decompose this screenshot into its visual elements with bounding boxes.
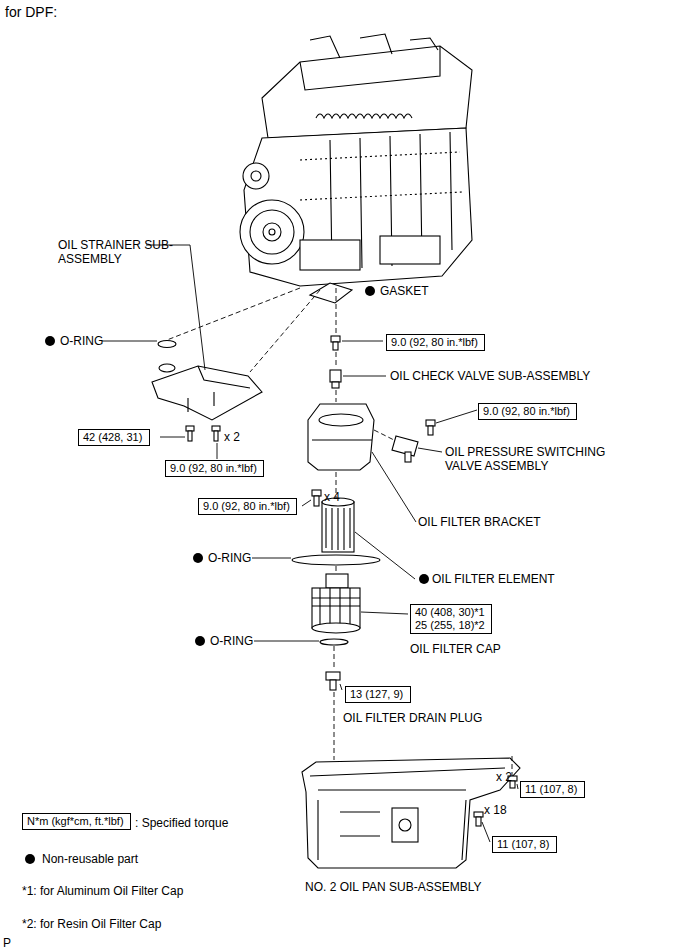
- o-ring: [292, 555, 380, 565]
- torque-box: 9.0 (92, 80 in.*lbf): [198, 498, 297, 515]
- torque-value: 42 (428, 31): [83, 431, 145, 444]
- engine-illustration: [240, 34, 472, 286]
- torque-value: 9.0 (92, 80 in.*lbf): [203, 500, 292, 513]
- oil-strainer: [152, 341, 262, 421]
- torque-box: 40 (408, 30)*125 (255, 18)*2: [410, 604, 492, 634]
- oil-filter-element: [322, 498, 354, 552]
- part-label: O-RING: [60, 334, 103, 348]
- o-ring: [320, 639, 348, 645]
- oil-filter-cap: [312, 574, 360, 633]
- part-label: OIL CHECK VALVE SUB-ASSEMBLY: [390, 369, 590, 383]
- non-reusable-mark: [25, 286, 429, 864]
- oil-check-valve: [330, 336, 341, 388]
- torque-box: 42 (428, 31): [78, 429, 150, 446]
- torque-box: 13 (127, 9): [345, 686, 411, 703]
- part-label: x 2: [496, 770, 512, 784]
- part-label: OIL STRAINER SUB-ASSEMBLY: [58, 238, 193, 266]
- torque-value: 9.0 (92, 80 in.*lbf): [391, 336, 480, 349]
- part-label: OIL FILTER DRAIN PLUG: [343, 711, 482, 725]
- torque-value: 11 (107, 8): [497, 838, 552, 851]
- torque-box: 11 (107, 8): [520, 781, 585, 798]
- part-label: P: [3, 936, 11, 950]
- torque-value: 9.0 (92, 80 in.*lbf): [483, 405, 572, 418]
- torque-value: 11 (107, 8): [525, 783, 580, 796]
- diagram-title: for DPF:: [5, 4, 57, 20]
- oil-filter-bracket: [308, 404, 374, 470]
- torque-box: 9.0 (92, 80 in.*lbf): [386, 334, 485, 351]
- leader-line: [102, 245, 518, 842]
- torque-value: 25 (255, 18)*2: [415, 619, 487, 632]
- torque-value: 9.0 (92, 80 in.*lbf): [170, 462, 259, 475]
- bolt-symbol: [186, 426, 220, 441]
- part-label: x 2: [224, 430, 240, 444]
- gasket: [310, 283, 352, 303]
- part-label: *1: for Aluminum Oil Filter Cap: [22, 884, 183, 898]
- oil-filter-drain-plug: [326, 672, 340, 690]
- part-label: *2: for Resin Oil Filter Cap: [22, 917, 161, 931]
- part-label: x 4: [324, 490, 340, 504]
- part-label: OIL PRESSURE SWITCHING VALVE ASSEMBLY: [445, 445, 635, 473]
- part-label: OIL FILTER BRACKET: [418, 515, 541, 529]
- torque-box: 9.0 (92, 80 in.*lbf): [478, 403, 577, 420]
- part-label: O-RING: [208, 551, 251, 565]
- assembly-line: [167, 288, 512, 776]
- bolt-symbol: [312, 490, 321, 506]
- oil-pan: [302, 758, 520, 868]
- part-label: OIL FILTER ELEMENT: [432, 572, 555, 586]
- torque-box: 11 (107, 8): [492, 836, 557, 853]
- part-label: NO. 2 OIL PAN SUB-ASSEMBLY: [305, 880, 482, 894]
- torque-box: 9.0 (92, 80 in.*lbf): [165, 460, 264, 477]
- legend-text: Non-reusable part: [42, 852, 138, 866]
- part-label: O-RING: [210, 634, 253, 648]
- part-label: GASKET: [380, 284, 429, 298]
- torque-value: N*m (kgf*cm, ft.*lbf): [27, 815, 126, 828]
- oil-pressure-switching-valve: [392, 420, 435, 462]
- part-label: x 18: [484, 803, 507, 817]
- torque-box: N*m (kgf*cm, ft.*lbf): [22, 813, 131, 830]
- part-label: OIL FILTER CAP: [410, 642, 501, 656]
- legend-text: : Specified torque: [135, 816, 228, 830]
- torque-value: 13 (127, 9): [350, 688, 406, 701]
- torque-value: 40 (408, 30)*1: [415, 606, 487, 619]
